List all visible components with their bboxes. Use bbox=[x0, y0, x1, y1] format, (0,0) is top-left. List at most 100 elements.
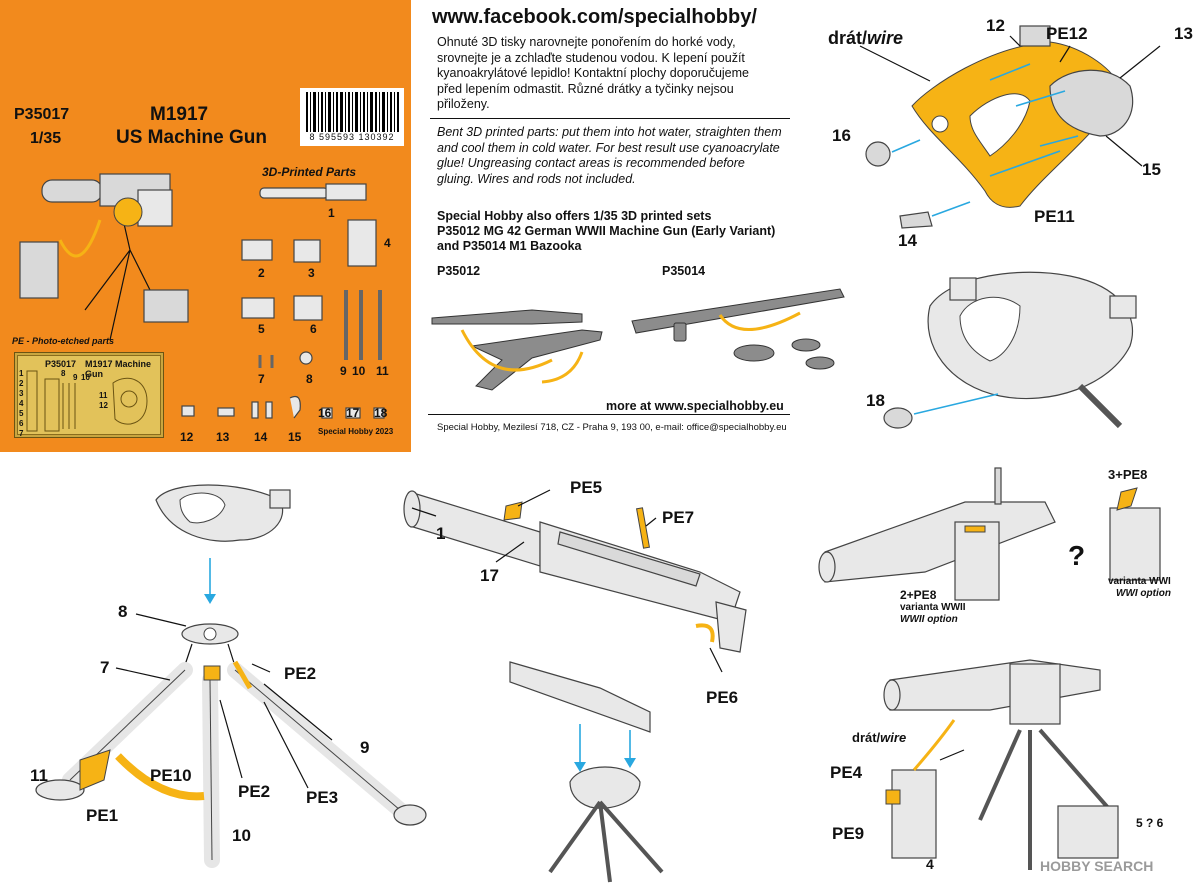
ammo-question-mark: ? bbox=[1068, 540, 1086, 571]
gun-label-pe6: PE6 bbox=[706, 688, 739, 707]
ammo-label-3-pe8: 3+PE8 bbox=[1108, 467, 1148, 482]
offer-line-3: and P35014 M1 Bazooka bbox=[437, 239, 582, 253]
fret-num-9: 9 bbox=[73, 373, 78, 382]
mount-label-18: 18 bbox=[866, 391, 885, 410]
tripod-label-8: 8 bbox=[118, 602, 128, 621]
facebook-link[interactable]: www.facebook.com/specialhobby/ bbox=[432, 6, 757, 28]
part-5: 5 bbox=[258, 322, 265, 336]
assembled-gun-illustration bbox=[19, 173, 189, 341]
wwii-variant-cz: varianta WWII bbox=[900, 602, 966, 613]
product-subtitle: US Machine Gun bbox=[116, 127, 267, 148]
fret-num-4: 4 bbox=[19, 399, 24, 408]
part-11: 11 bbox=[376, 364, 389, 378]
part-2: 2 bbox=[258, 266, 265, 280]
barcode-number: 8 595593 130392 bbox=[309, 132, 395, 142]
divider bbox=[430, 118, 790, 119]
watermark: HOBBY SEARCH bbox=[1040, 858, 1154, 874]
pe-title: PE - Photo-etched parts bbox=[12, 336, 115, 346]
offer-line-1: Special Hobby also offers 1/35 3D printe… bbox=[437, 209, 712, 223]
mount-label-16: 16 bbox=[832, 126, 851, 145]
tripod-label-7: 7 bbox=[100, 658, 110, 677]
tripod-label-9: 9 bbox=[360, 738, 370, 757]
tripod-label-pe10: PE10 bbox=[150, 766, 192, 785]
part-4: 4 bbox=[384, 236, 391, 250]
small-parts-row bbox=[181, 395, 385, 419]
fret-parts bbox=[26, 370, 148, 432]
part-6: 6 bbox=[310, 322, 317, 336]
fret-num-3: 3 bbox=[19, 389, 24, 398]
printed-parts-sprue bbox=[241, 183, 382, 368]
part-14: 14 bbox=[254, 430, 268, 444]
tripod-label-11: 11 bbox=[30, 766, 48, 785]
fret-num-7: 7 bbox=[19, 429, 24, 438]
fret-num-6: 6 bbox=[19, 419, 24, 428]
tripod-label-pe1: PE1 bbox=[86, 806, 119, 825]
fret-num-8: 8 bbox=[61, 369, 66, 378]
part-9: 9 bbox=[340, 364, 347, 378]
mount-label-12: 12 bbox=[986, 16, 1005, 35]
part-10: 10 bbox=[352, 364, 366, 378]
part-15: 15 bbox=[288, 430, 302, 444]
gun-label-pe5: PE5 bbox=[570, 478, 603, 497]
part-1: 1 bbox=[328, 206, 335, 220]
company-address: Special Hobby, Mezilesí 718, CZ - Praha … bbox=[437, 422, 787, 433]
mount-label-pe12: PE12 bbox=[1046, 24, 1088, 43]
part-7: 7 bbox=[258, 372, 265, 386]
fret-num-2: 2 bbox=[19, 379, 24, 388]
fret-num-12: 12 bbox=[99, 401, 108, 410]
final-label-pe4: PE4 bbox=[830, 763, 863, 782]
pe-fret: P35017 M1917 Machine Gun 1 2 3 4 5 6 7 8… bbox=[14, 352, 164, 438]
product-title: M1917 bbox=[150, 104, 209, 125]
fret-name: M1917 Machine Gun bbox=[85, 359, 152, 379]
bazooka-illustration bbox=[631, 288, 845, 370]
wwii-variant-en: WWII option bbox=[900, 614, 958, 625]
part-13: 13 bbox=[216, 430, 230, 444]
part-18: 18 bbox=[374, 406, 388, 420]
mount-assembly-drawing bbox=[859, 25, 1161, 429]
part-12: 12 bbox=[180, 430, 194, 444]
mount-label-pe11: PE11 bbox=[1034, 207, 1075, 226]
ammo-label-2-pe8: 2+PE8 bbox=[900, 588, 937, 602]
final-assembly-drawing bbox=[883, 659, 1119, 870]
gun-label-17: 17 bbox=[480, 566, 499, 585]
tripod-assembly-drawing bbox=[35, 484, 427, 868]
instructions-en: Bent 3D printed parts: put them into hot… bbox=[437, 125, 782, 186]
wwi-variant-cz: varianta WWI bbox=[1108, 576, 1171, 587]
final-label-4: 4 bbox=[926, 856, 934, 872]
tripod-label-pe3: PE3 bbox=[306, 788, 339, 807]
fret-num-1: 1 bbox=[19, 369, 24, 378]
printed-parts-title: 3D-Printed Parts bbox=[262, 165, 357, 179]
fret-footer: Special Hobby 2023 bbox=[318, 427, 394, 436]
part-3: 3 bbox=[308, 266, 315, 280]
part-16: 16 bbox=[318, 406, 332, 420]
more-link[interactable]: more at www.specialhobby.eu bbox=[606, 399, 784, 413]
wwi-variant-en: WWI option bbox=[1116, 588, 1171, 599]
fret-num-11: 11 bbox=[99, 391, 108, 400]
part-8: 8 bbox=[306, 372, 313, 386]
product-code: P35017 bbox=[14, 106, 70, 123]
label-p35012: P35012 bbox=[437, 264, 481, 278]
divider-2 bbox=[428, 414, 790, 415]
gun-assembly-drawing bbox=[403, 489, 747, 883]
scale-label: 1/35 bbox=[30, 130, 62, 147]
fret-num-5: 5 bbox=[19, 409, 24, 418]
gun-label-1: 1 bbox=[436, 524, 446, 543]
fret-code: P35017 bbox=[45, 359, 77, 369]
mount-label-14: 14 bbox=[898, 231, 917, 250]
final-label-5-or-6: 5 ? 6 bbox=[1136, 816, 1164, 830]
label-p35014: P35014 bbox=[662, 264, 706, 278]
part-17: 17 bbox=[346, 406, 360, 420]
barcode: 8 595593 130392 bbox=[300, 88, 404, 146]
gun-label-pe7: PE7 bbox=[662, 508, 695, 527]
mount-label-15: 15 bbox=[1142, 160, 1161, 179]
instructions-cz: Ohnuté 3D tisky narovnejte ponořením do … bbox=[437, 35, 749, 111]
tripod-label-10: 10 bbox=[232, 826, 251, 845]
final-wire-label: drát/wire bbox=[852, 730, 907, 745]
fret-num-10: 10 bbox=[81, 373, 90, 382]
ammo-box-drawing bbox=[818, 467, 1161, 601]
final-label-pe9: PE9 bbox=[832, 824, 865, 843]
wire-label-mount: drát/wire bbox=[828, 28, 904, 48]
tripod-label-pe2-bottom: PE2 bbox=[238, 782, 271, 801]
mg42-illustration bbox=[431, 309, 603, 391]
offer-line-2: P35012 MG 42 German WWII Machine Gun (Ea… bbox=[437, 224, 776, 238]
